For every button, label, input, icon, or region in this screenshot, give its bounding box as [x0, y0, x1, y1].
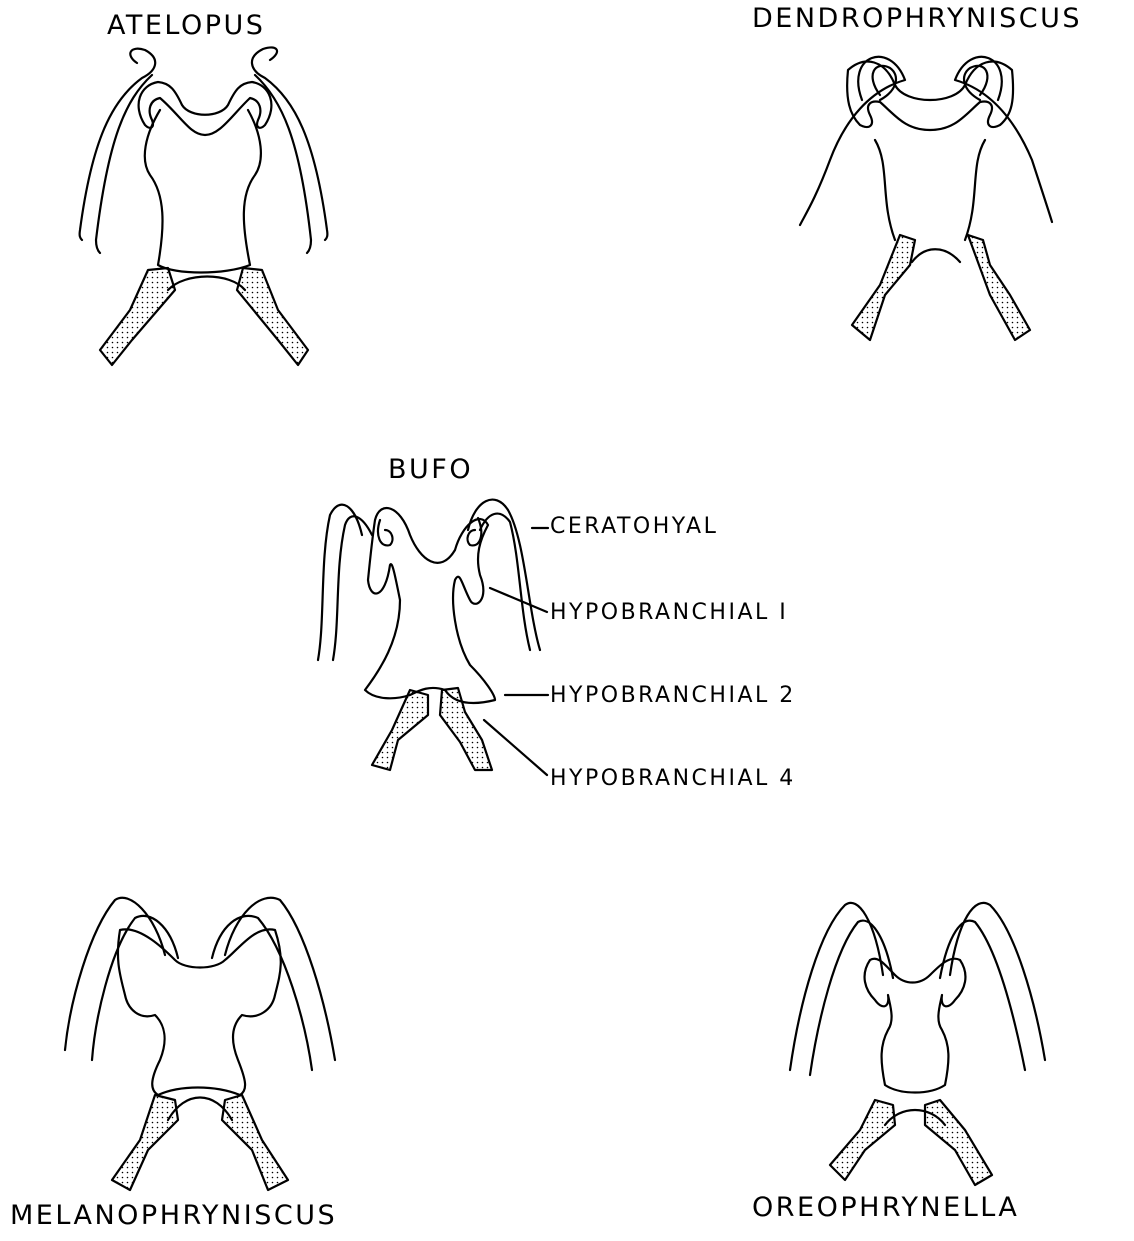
- melanophryniscus-ceratohyal-left: [65, 898, 165, 1050]
- dendrophryniscus-ceratohyal-left: [800, 57, 905, 225]
- melanophryniscus-body: [118, 929, 281, 1095]
- atelopus-ceratohyal-left-inner: [96, 75, 152, 253]
- oreophrynella-hypobranchial-4-left: [830, 1100, 895, 1180]
- melanophryniscus-hypobranchial-4-right: [222, 1095, 288, 1190]
- melanophryniscus-ceratohyal-right-inner: [212, 916, 312, 1070]
- atelopus-ceratohyal-right: [252, 47, 327, 240]
- dendrophryniscus-ceratohyal-right: [955, 57, 1052, 222]
- dendrophryniscus-hypobranchial-4-left: [852, 235, 915, 340]
- bufo-ceratohyal-left: [318, 505, 362, 660]
- atelopus-ceratohyal-left: [80, 49, 156, 240]
- atelopus-hypobranchial-4-right: [237, 268, 308, 365]
- bufo-hyoid: [318, 500, 548, 775]
- oreophrynella-hyoid: [790, 903, 1045, 1185]
- bufo-hypobranchial-1-pointer: [490, 588, 547, 612]
- dendrophryniscus-plate: [875, 140, 985, 240]
- atelopus-hyale-body: [139, 82, 272, 135]
- dendrophryniscus-hypobranchial-4-right: [968, 235, 1030, 340]
- bufo-hypobranchial-4-pointer: [484, 720, 547, 775]
- melanophryniscus-hyoid: [65, 898, 335, 1190]
- dendrophryniscus-hyoid: [800, 57, 1052, 340]
- bufo-hypobranchial-4-right: [440, 688, 492, 770]
- oreophrynella-ceratohyal-left: [790, 903, 883, 1070]
- bufo-ceratohyal-right-inner: [480, 514, 530, 650]
- atelopus-hyoid: [80, 47, 328, 365]
- melanophryniscus-ceratohyal-right: [225, 898, 335, 1060]
- dendrophryniscus-body: [847, 62, 1013, 130]
- atelopus-hypobranchial-4-left: [100, 268, 175, 365]
- bufo-body: [365, 508, 495, 703]
- bufo-hypobranchial-4-left: [372, 690, 428, 770]
- atelopus-arch: [168, 277, 245, 291]
- oreophrynella-body: [865, 959, 966, 1093]
- oreophrynella-hypobranchial-4-right: [925, 1100, 992, 1185]
- bufo-ceratohyal-left-inner: [333, 516, 372, 660]
- bufo-inner-left: [378, 520, 392, 545]
- atelopus-ceratohyal-right-inner: [255, 75, 311, 253]
- melanophryniscus-hypobranchial-4-left: [112, 1095, 178, 1190]
- dendrophryniscus-arch: [912, 249, 960, 262]
